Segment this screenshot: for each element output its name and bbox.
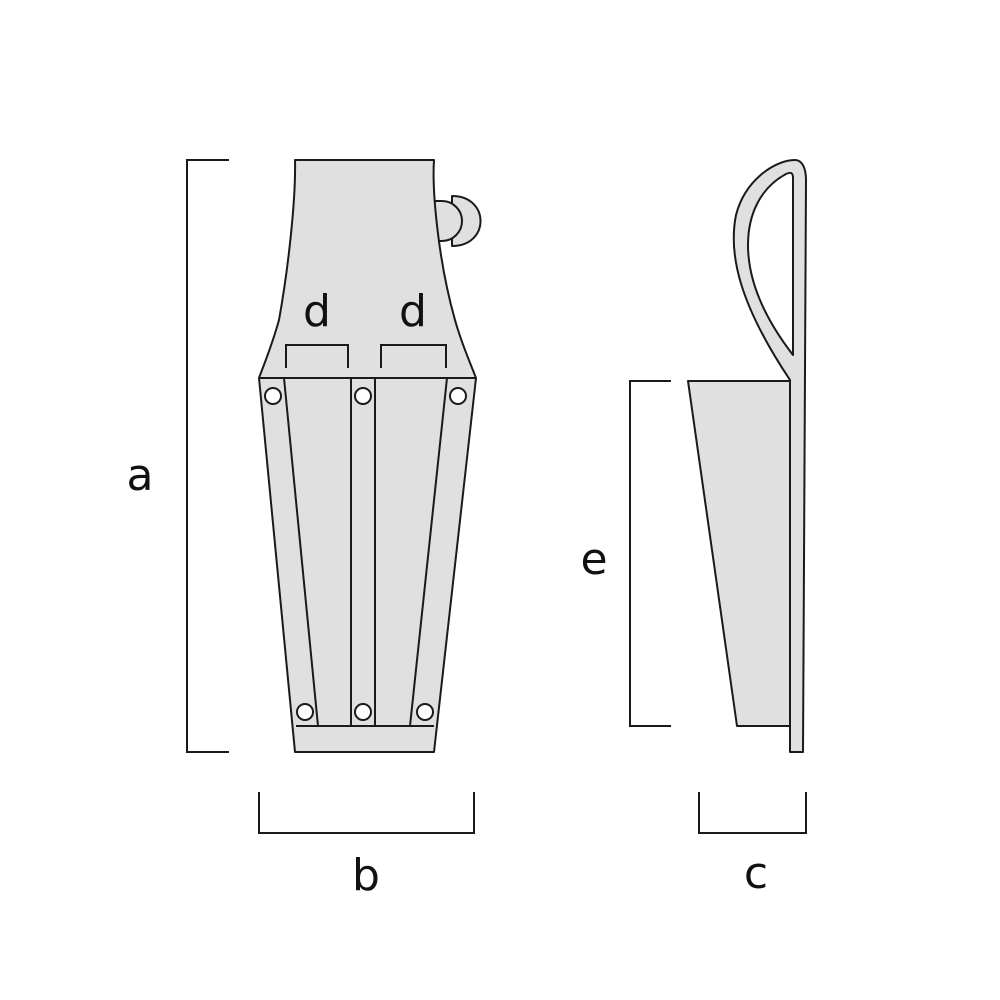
- rivet: [354, 703, 372, 721]
- dimension-e-label: e: [580, 534, 607, 585]
- belt-clip: [732, 159, 807, 753]
- dimension-b-label: b: [352, 850, 380, 901]
- dimension-a-label: a: [127, 450, 154, 501]
- dimension-d-right: d: [380, 286, 447, 368]
- front-view: [258, 159, 482, 753]
- dimension-d-left: d: [285, 286, 349, 368]
- rivet: [264, 387, 282, 405]
- center-strap: [350, 377, 376, 727]
- dimension-d-label: d: [399, 286, 427, 337]
- dimension-e: e: [580, 380, 671, 727]
- right-pocket: [374, 377, 448, 727]
- dimension-c: c: [698, 792, 807, 899]
- dimension-c-label: c: [744, 848, 768, 899]
- rivet: [296, 703, 314, 721]
- dimension-d-label: d: [303, 286, 331, 337]
- rivet: [449, 387, 467, 405]
- rivet: [354, 387, 372, 405]
- rivet: [416, 703, 434, 721]
- dimension-b: b: [258, 792, 475, 901]
- dimension-a: a: [127, 159, 229, 753]
- pocket-side-profile: [687, 380, 791, 727]
- side-view: [687, 159, 807, 753]
